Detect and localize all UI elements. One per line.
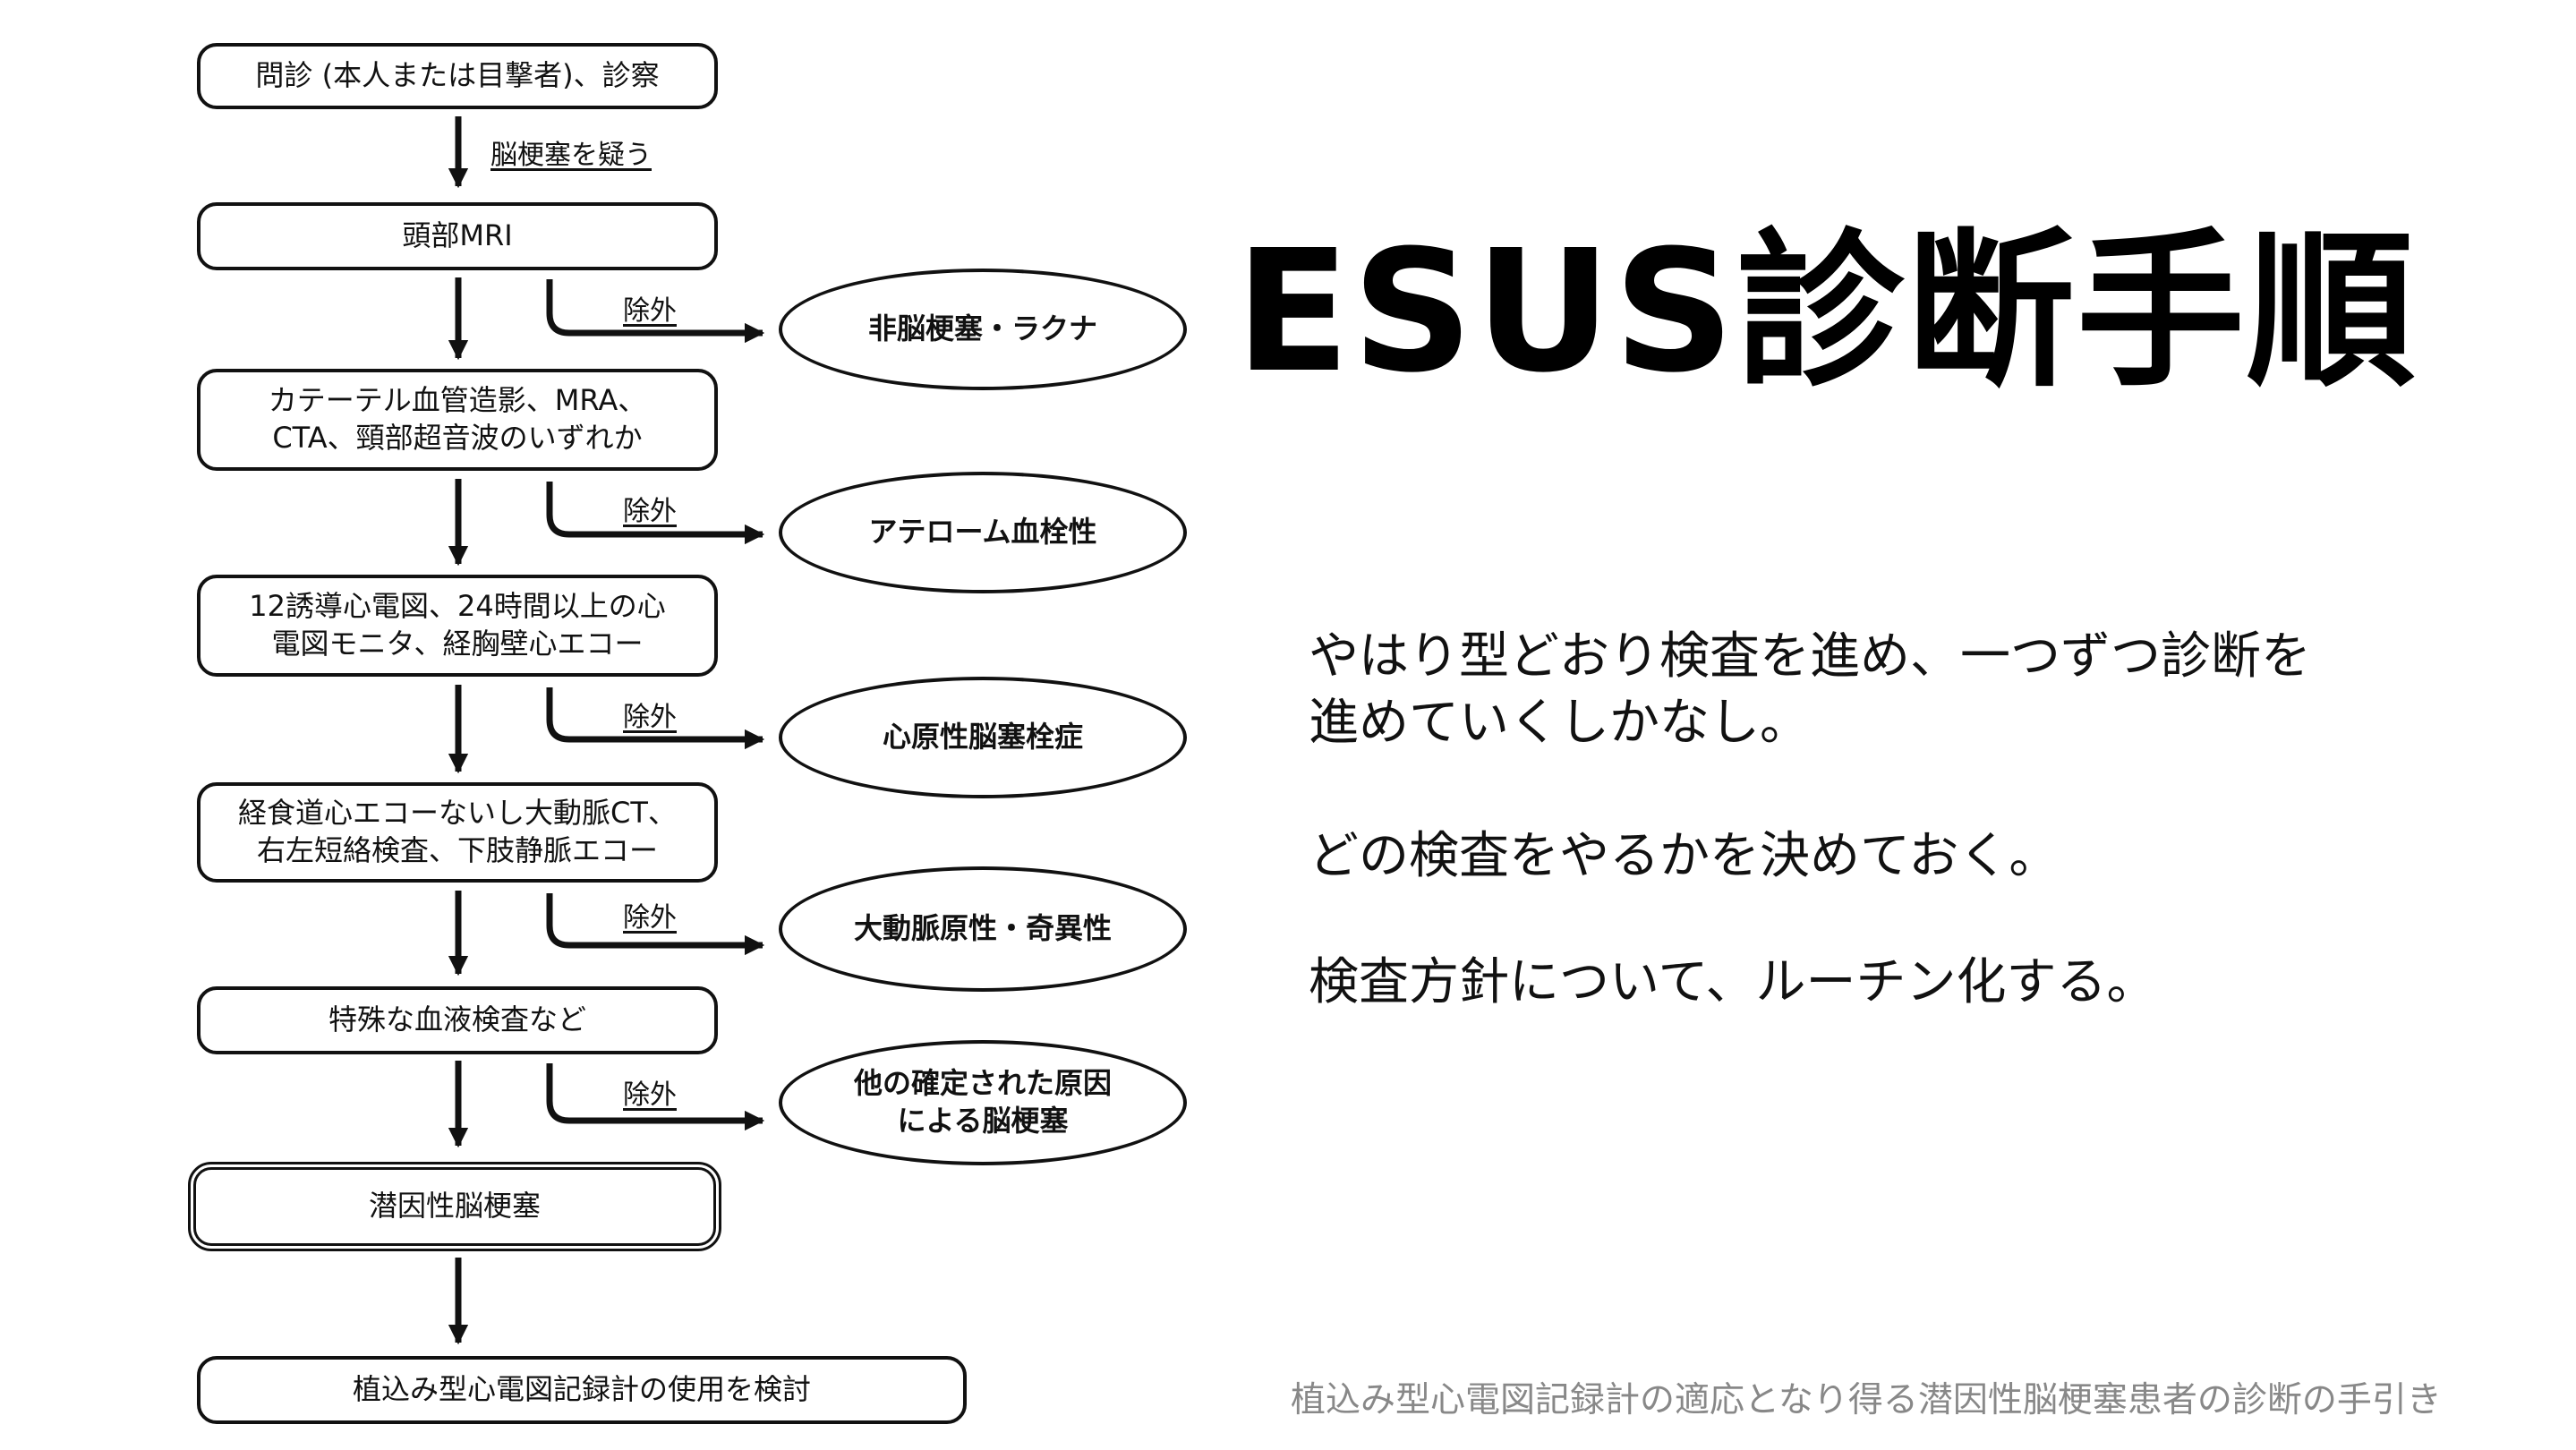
- label-exclude-1: 除外: [623, 295, 677, 327]
- outcome-other-determined-cause: 他の確定された原因 による脳梗塞: [779, 1040, 1187, 1165]
- step-tee-ct: 経食道心エコーないし大動脈CT、 右左短絡検査、下肢静脈エコー: [197, 782, 718, 883]
- step-cryptogenic-stroke: 潜因性脳梗塞: [188, 1162, 721, 1251]
- label-suspect-stroke: 脳梗塞を疑う: [490, 140, 652, 171]
- body-paragraph-2: どの検査をやるかを決めておく。: [1309, 827, 2060, 885]
- outcome-cardioembolic: 心原性脳塞栓症: [779, 677, 1187, 798]
- slide-title: ESUS診断手順: [1235, 214, 2417, 410]
- esus-flowchart: 問診 (本人または目撃者)、診察 頭部MRI カテーテル血管造影、MRA、 CT…: [0, 0, 1253, 1450]
- label-exclude-4: 除外: [623, 902, 677, 934]
- outcome-aortic-paradoxical: 大動脈原性・奇異性: [779, 866, 1187, 992]
- step-vascular-imaging: カテーテル血管造影、MRA、 CTA、頸部超音波のいずれか: [197, 369, 718, 471]
- body-paragraph-1: やはり型どおり検査を進め、一つずつ診断を 進めていくしかなし。: [1309, 627, 2311, 753]
- label-exclude-2: 除外: [623, 496, 677, 527]
- outcome-atherothrombotic: アテローム血栓性: [779, 472, 1187, 593]
- step-head-mri: 頭部MRI: [197, 202, 718, 270]
- step-icm-consideration: 植込み型心電図記録計の使用を検討: [197, 1356, 967, 1424]
- label-exclude-5: 除外: [623, 1079, 677, 1111]
- source-citation: 植込み型心電図記録計の適応となり得る潜因性脳梗塞患者の診断の手引き: [1291, 1380, 2442, 1420]
- outcome-non-infarct-lacunar: 非脳梗塞・ラクナ: [779, 269, 1187, 390]
- step-history-exam: 問診 (本人または目撃者)、診察: [197, 43, 718, 109]
- label-exclude-3: 除外: [623, 702, 677, 733]
- step-ecg-monitoring: 12誘導心電図、24時間以上の心 電図モニタ、経胸壁心エコー: [197, 575, 718, 677]
- step-blood-tests: 特殊な血液検査など: [197, 986, 718, 1054]
- body-paragraph-3: 検査方針について、ルーチン化する。: [1309, 953, 2157, 1011]
